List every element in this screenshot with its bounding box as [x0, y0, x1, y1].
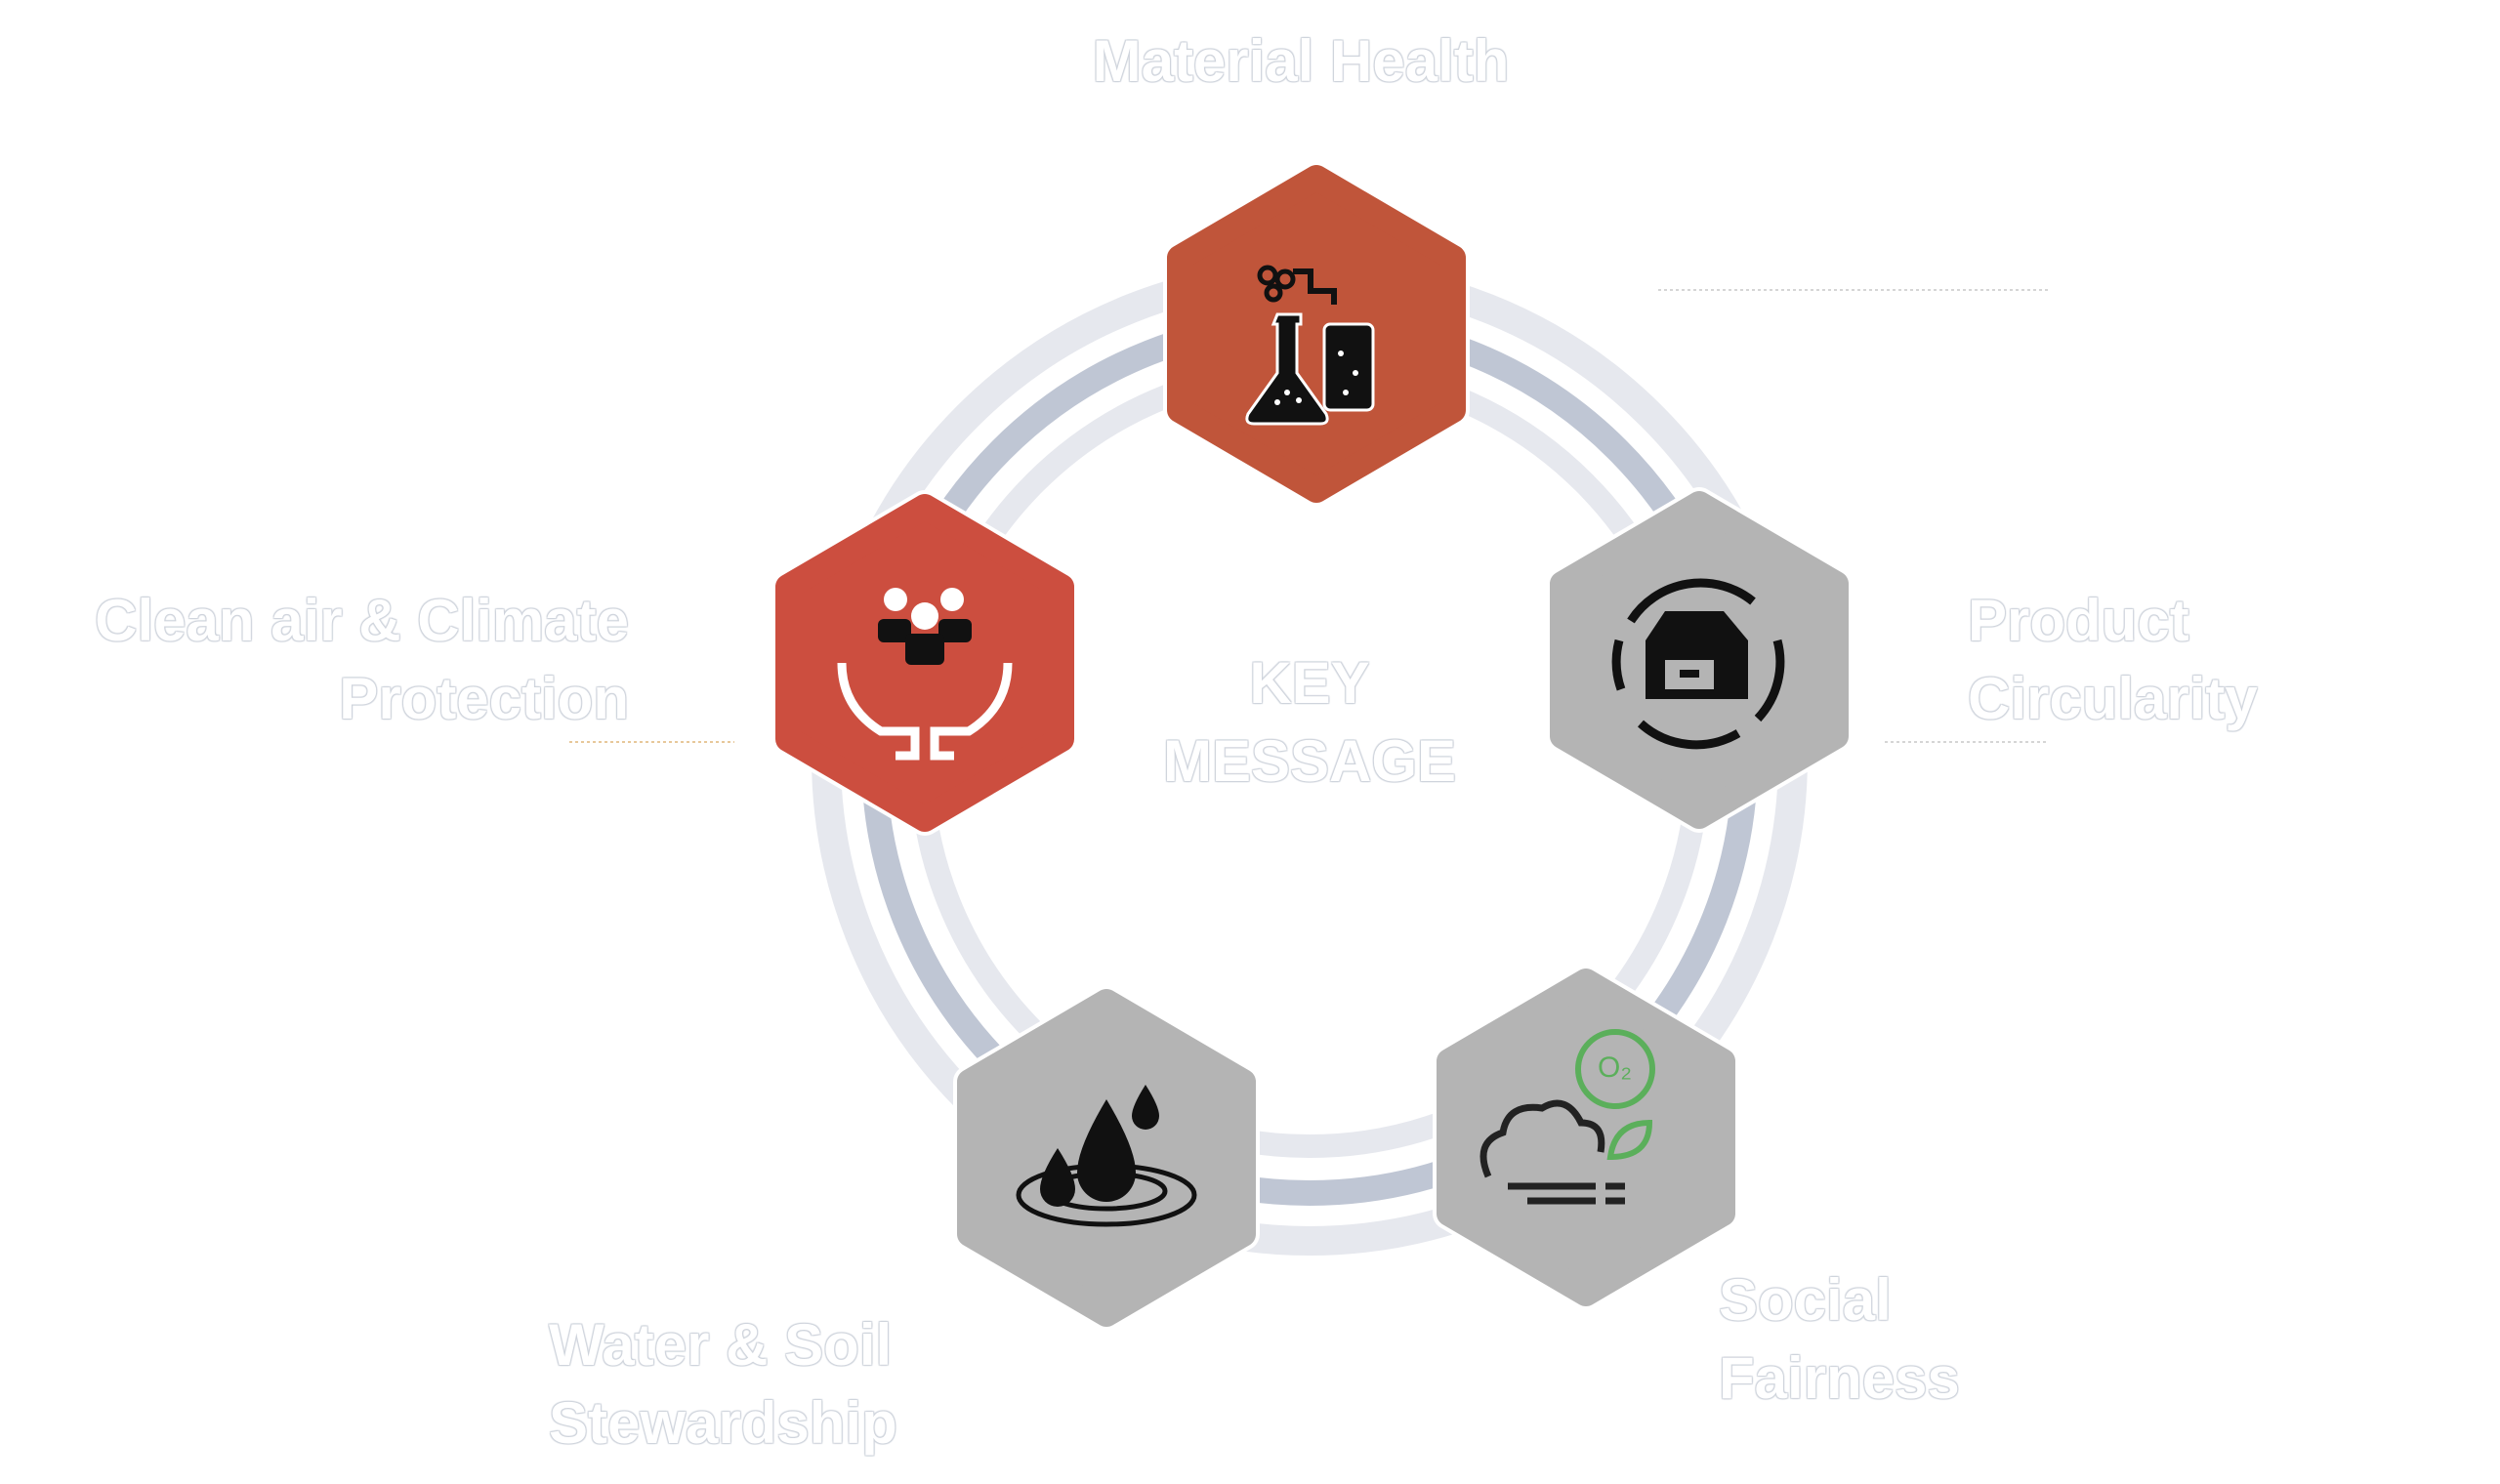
label-social-line2: Fairness — [1719, 1345, 1960, 1411]
label-material-health: Material Health — [1092, 28, 1510, 94]
label-social-line1: Social — [1719, 1267, 1892, 1333]
water-drops-icon — [1016, 1085, 1197, 1227]
hexagon-material-health — [1167, 165, 1466, 503]
hands-people-icon — [837, 588, 1013, 761]
cloud-wind-oxygen-icon: O₂ — [1479, 1029, 1655, 1205]
key-message-line1: KEY — [1249, 650, 1370, 716]
label-product-line2: Circularity — [1968, 666, 2258, 731]
circular-box-icon — [1611, 578, 1785, 750]
label-product-line1: Product — [1968, 588, 2189, 653]
label-clean-air-line1: Clean air & Climate — [95, 588, 629, 653]
key-message-line2: MESSAGE — [1162, 728, 1457, 794]
label-water-line1: Water & Soil — [549, 1312, 893, 1378]
chemistry-flask-icon — [1245, 265, 1375, 426]
label-water-line2: Stewardship — [549, 1390, 897, 1456]
hexagon-social-fairness — [1437, 969, 1735, 1306]
label-clean-air-line2: Protection — [339, 666, 629, 731]
svg-text:O₂: O₂ — [1598, 1051, 1632, 1084]
